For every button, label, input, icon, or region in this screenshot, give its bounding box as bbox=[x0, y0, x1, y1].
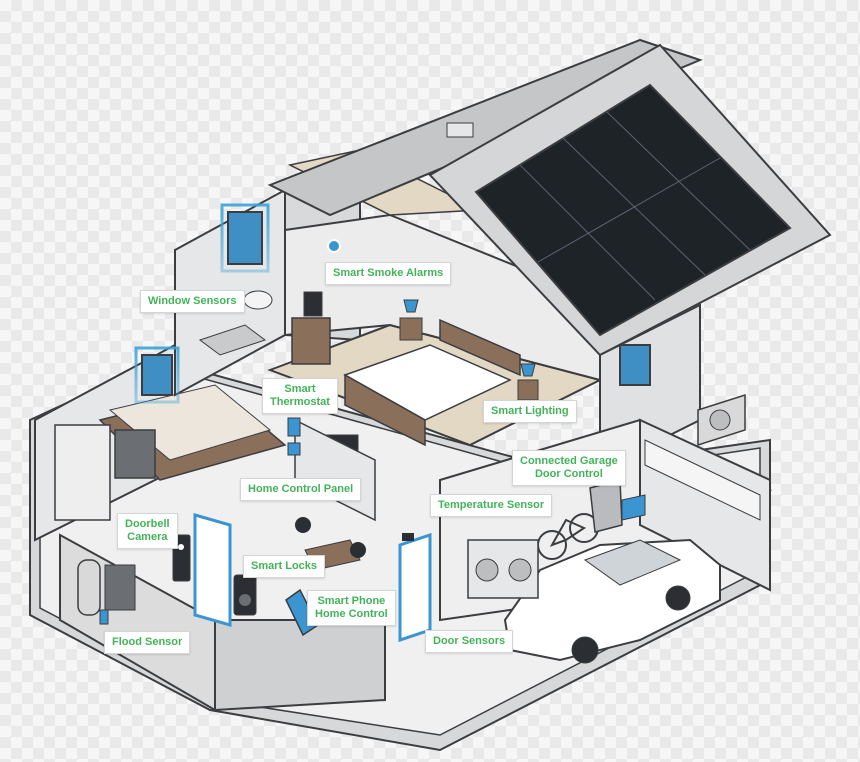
label-text: Home Control Panel bbox=[248, 483, 354, 495]
label-text: Connected Garage bbox=[520, 455, 618, 467]
label-text: Door Control bbox=[534, 468, 603, 480]
control-panel-icon bbox=[287, 417, 301, 437]
dresser bbox=[291, 317, 331, 365]
label-text: Door Sensors bbox=[433, 635, 506, 647]
roof-vent bbox=[446, 122, 474, 138]
label-text: Smart Locks bbox=[251, 560, 318, 572]
window-sensor-glow bbox=[220, 203, 270, 273]
label-window-sensors: Window Sensors bbox=[140, 290, 245, 313]
label-text: Thermostat bbox=[270, 396, 330, 408]
label-temperature-sensor: Temperature Sensor bbox=[430, 494, 553, 517]
kitchen-window bbox=[141, 354, 173, 396]
lamp-icon bbox=[517, 363, 539, 401]
label-text: Smart Smoke Alarms bbox=[333, 267, 444, 279]
lamp-icon bbox=[399, 299, 423, 341]
label-smart-smoke-alarms: Smart Smoke Alarms bbox=[325, 262, 452, 285]
garage-entry-door bbox=[398, 532, 432, 643]
toilet bbox=[243, 290, 273, 310]
person-icon bbox=[350, 542, 366, 558]
basement-front bbox=[214, 619, 386, 712]
solar-panel-icon bbox=[474, 83, 792, 337]
label-text: Window Sensors bbox=[148, 295, 237, 307]
label-text: Smart Phone bbox=[317, 595, 386, 607]
bath-mat bbox=[198, 324, 267, 356]
smoke-alarm-icon bbox=[327, 239, 341, 253]
label-doorbell-camera: Doorbell Camera bbox=[117, 513, 178, 549]
label-text: Flood Sensor bbox=[112, 636, 183, 648]
label-door-sensors: Door Sensors bbox=[425, 630, 514, 653]
label-text: Camera bbox=[127, 531, 168, 543]
label-smart-lighting: Smart Lighting bbox=[483, 400, 577, 423]
label-smart-phone-home-control: Smart Phone Home Control bbox=[307, 590, 396, 626]
bed-headboard bbox=[439, 318, 521, 377]
label-text: Smart bbox=[284, 383, 316, 395]
furnace bbox=[104, 564, 136, 611]
flood-sensor-icon bbox=[77, 559, 109, 625]
window-sensor-glow bbox=[134, 346, 180, 404]
car-icon bbox=[503, 538, 721, 664]
trash-bin-icon bbox=[589, 479, 646, 533]
bedroom-tv bbox=[303, 291, 323, 317]
washer-dryer-icon bbox=[467, 539, 539, 599]
label-text: Temperature Sensor bbox=[438, 499, 545, 511]
label-connected-garage-door-control: Connected Garage Door Control bbox=[512, 450, 626, 486]
label-flood-sensor: Flood Sensor bbox=[104, 631, 191, 654]
garage-door bbox=[644, 439, 761, 521]
label-smart-locks: Smart Locks bbox=[243, 555, 326, 578]
temperature-sensor-icon bbox=[402, 533, 414, 541]
refrigerator bbox=[54, 424, 111, 521]
person-icon bbox=[295, 517, 311, 533]
camera-lens-icon bbox=[178, 544, 184, 550]
label-home-control-panel: Home Control Panel bbox=[240, 478, 362, 501]
oven bbox=[114, 429, 156, 479]
bed-frame bbox=[344, 373, 426, 447]
bathroom-window bbox=[227, 211, 263, 265]
label-smart-thermostat: Smart Thermostat bbox=[262, 378, 338, 414]
side-window bbox=[619, 344, 651, 386]
label-text: Home Control bbox=[315, 608, 388, 620]
front-door bbox=[193, 513, 232, 627]
ac-unit-icon bbox=[697, 393, 746, 447]
thermostat-icon bbox=[287, 442, 301, 456]
label-text: Doorbell bbox=[125, 518, 170, 530]
smart-lock-icon bbox=[233, 574, 257, 616]
label-text: Smart Lighting bbox=[491, 405, 569, 417]
